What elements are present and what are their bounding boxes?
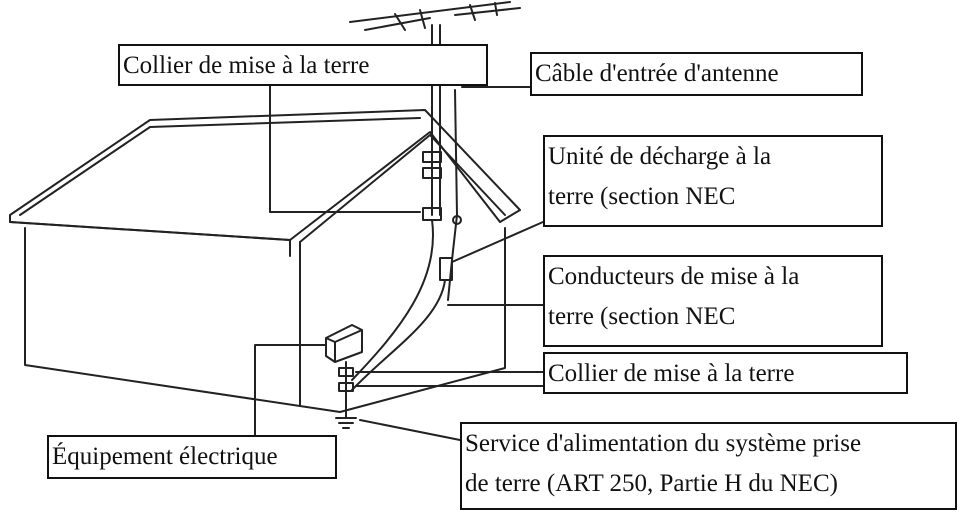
antenna-elements	[349, 1, 521, 31]
grounding-conductor-1	[351, 219, 434, 381]
antenna-lead-in-text: Câble d'entrée d'antenne	[535, 60, 779, 87]
leader-power-service	[359, 419, 461, 441]
grounding-clamp-top-label: Collier de mise à la terre	[118, 44, 488, 86]
electric-equipment-label: Équipement électrique	[47, 435, 337, 479]
grounding-conductors-label: Conducteurs de mise à la terre (section …	[543, 255, 883, 347]
discharge-unit-text-2: terre (section NEC	[548, 183, 736, 210]
house-front-wall	[24, 227, 506, 413]
leader-discharge	[451, 221, 544, 263]
power-service-text-2: de terre (ART 250, Partie H du NEC)	[465, 470, 838, 497]
bottom-clamp-2	[338, 382, 354, 392]
grounding-conductors-text-2: terre (section NEC	[548, 303, 736, 330]
grounding-clamp-bottom-label: Collier de mise à la terre	[543, 352, 908, 394]
roof-edge	[19, 117, 421, 216]
electric-equipment-text: Équipement électrique	[52, 443, 278, 470]
leader-top-clamp	[269, 84, 421, 213]
house-gable	[299, 134, 506, 243]
power-service-label: Service d'alimentation du système prise …	[460, 422, 957, 510]
leader-equipment	[254, 344, 326, 438]
ground-symbol	[335, 417, 357, 429]
discharge-unit-text-1: Unité de décharge à la	[548, 143, 772, 170]
roof-outline	[9, 109, 521, 241]
grounding-conductors-text-1: Conducteurs de mise à la	[548, 263, 800, 290]
grounding-clamp-bottom-text: Collier de mise à la terre	[548, 360, 795, 387]
discharge-unit-label: Unité de décharge à la terre (section NE…	[543, 135, 883, 227]
lead-in-standoff	[452, 215, 462, 225]
equipment-box	[325, 324, 363, 363]
power-service-text-1: Service d'alimentation du système prise	[465, 430, 862, 457]
bottom-clamp-1	[338, 367, 354, 377]
grounding-clamp-top-text: Collier de mise à la terre	[123, 52, 370, 79]
grounding-conductor-2	[351, 279, 446, 391]
mast-clamp-1	[422, 151, 442, 163]
mast-clamp-2	[422, 167, 442, 179]
antenna-lead-in-label: Câble d'entrée d'antenne	[530, 52, 863, 96]
leader-bottom-clamp	[355, 371, 544, 387]
roof-eave	[9, 221, 291, 257]
